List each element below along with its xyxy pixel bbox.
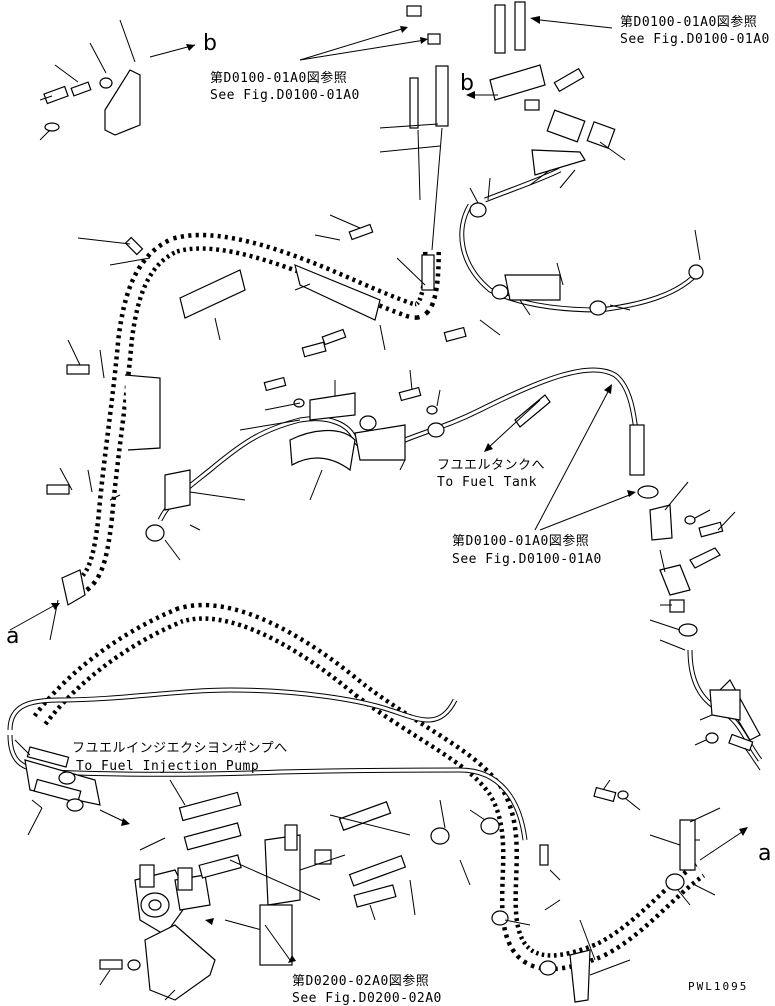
reference-leaders bbox=[9, 26, 428, 641]
bottom-left-fittings bbox=[14, 739, 130, 836]
label-top-center-ref: 第D0100-01A0図参照 See Fig.D0100-01A0 bbox=[210, 70, 360, 103]
connector-b-mid: b bbox=[460, 71, 474, 96]
ref-top-center-en: See Fig.D0100-01A0 bbox=[210, 88, 360, 103]
center-clamp-assembly bbox=[239, 369, 445, 501]
top-right-valve-assembly bbox=[466, 1, 616, 176]
label-bottom-ref: 第D0200-02A0図参照 See Fig.D0200-02A0 bbox=[292, 973, 442, 1006]
fuel-tank-en: To Fuel Tank bbox=[437, 475, 537, 490]
bottom-right-clamps bbox=[430, 779, 748, 1003]
ref-top-right-en: See Fig.D0100-01A0 bbox=[620, 32, 770, 47]
drawing-code: PWL1095 bbox=[688, 980, 748, 993]
bottom-center-assembly bbox=[229, 801, 416, 966]
label-fuel-tank: フユエルタンクへ To Fuel Tank bbox=[437, 458, 545, 490]
ref-bottom-en: See Fig.D0200-02A0 bbox=[292, 991, 442, 1006]
upper-clamps bbox=[46, 141, 704, 495]
bottom-pump-assembly bbox=[99, 779, 281, 1001]
ref-top-right-jp: 第D0100-01A0図参照 bbox=[620, 14, 757, 30]
ref-bottom-jp: 第D0200-02A0図参照 bbox=[292, 973, 429, 989]
injection-pump-en: To Fuel Injection Pump bbox=[76, 759, 259, 774]
label-mid-ref: 第D0100-01A0図参照 See Fig.D0100-01A0 bbox=[452, 533, 602, 567]
top-left-bracket-assembly bbox=[39, 19, 196, 141]
left-hose-clamps bbox=[61, 374, 246, 606]
mid-center-pipes bbox=[484, 384, 659, 531]
upper-wrapped-hose bbox=[67, 232, 441, 599]
fuel-tank-jp: フユエルタンクへ bbox=[437, 458, 545, 473]
connector-a-right: a bbox=[758, 841, 771, 866]
ref-top-center-jp: 第D0100-01A0図参照 bbox=[210, 70, 347, 86]
label-injection-pump: フユエルインジエクシヨンポンプへ To Fuel Injection Pump bbox=[72, 741, 288, 774]
top-center-fittings bbox=[379, 5, 449, 251]
label-top-right-ref: 第D0100-01A0図参照 See Fig.D0100-01A0 bbox=[620, 14, 770, 47]
connector-a-left: a bbox=[6, 624, 19, 649]
injection-pump-jp: フユエルインジエクシヨンポンプへ bbox=[72, 741, 288, 756]
ref-mid-jp: 第D0100-01A0図参照 bbox=[452, 533, 589, 549]
connector-b-top: b bbox=[203, 31, 217, 56]
right-side-parts bbox=[649, 481, 761, 771]
ref-mid-en: See Fig.D0100-01A0 bbox=[452, 552, 602, 567]
